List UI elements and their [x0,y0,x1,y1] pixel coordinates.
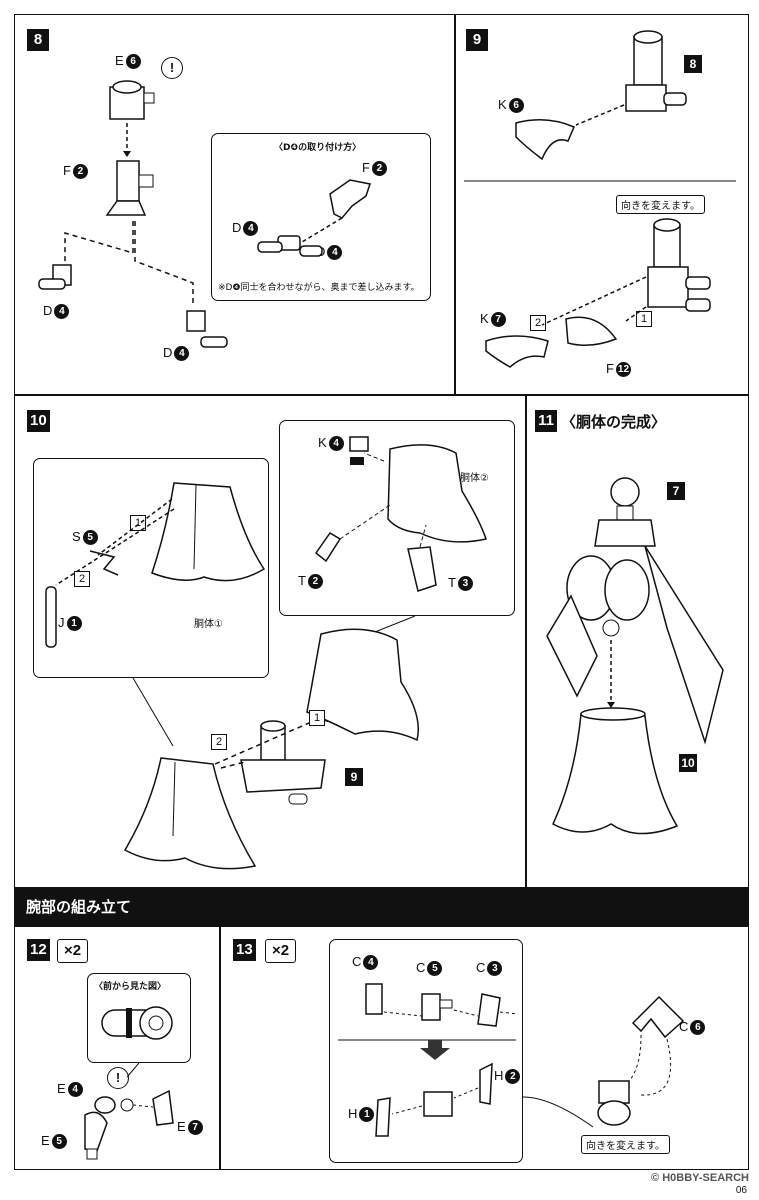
ref-step-9: 9 [345,768,363,786]
step-number: 8 [27,29,49,51]
torso2-drawing [314,436,487,592]
inset-note: ※D❹同士を合わせながら、奥まで差し込みます。 [218,283,420,293]
step-11-panel: 11 〈胴体の完成〉 7 10 [526,395,749,888]
order-box-2: 2 [530,315,546,331]
order-box-1: 1 [636,311,652,327]
torso2-label: 胴体② [460,473,489,484]
ref-step-7: 7 [667,482,685,500]
section-header-arm-assembly: 腕部の組み立て [14,888,749,926]
step-number: 12 [27,939,50,961]
step-number: 13 [233,939,256,961]
order-box-2: 2 [74,571,90,587]
ref-step-8: 8 [684,55,702,73]
order-box-1-main: 1 [309,710,325,726]
orientation-callout: 向きを変えます。 [581,1135,670,1154]
front-view-drawing [101,1006,173,1040]
caution-icon: ! [161,57,183,79]
step-number: 9 [466,29,488,51]
order-box-2-main: 2 [211,734,227,750]
step-9-assembly-drawing [464,30,736,368]
step-13-assembly-drawing [522,995,685,1128]
step-11-assembly-drawing [546,477,724,835]
subassembly-drawing [338,983,519,1137]
inset-title: 〈D❹の取り付け方〉 [274,143,362,153]
orientation-callout: 向きを変えます。 [616,195,705,214]
page-number: 06 [735,1185,747,1196]
inset-title: 〈前から見た図〉 [94,982,167,992]
step-number: 10 [27,410,50,432]
step-11-title: 〈胴体の完成〉 [561,413,667,431]
step-number: 11 [535,410,557,432]
inset-drawing [257,179,371,257]
torso1-label: 胴体① [194,619,223,630]
order-box-1: 1 [130,515,146,531]
torso1-drawing [45,482,266,648]
d4-mounting-inset: 〈D❹の取り付け方〉 F2 D4 D4 ※D❹同士を合わせながら、奥まで差し込み… [211,133,431,301]
quantity-badge: ×2 [57,939,89,963]
step-8-assembly-drawing [38,80,228,348]
quantity-badge: ×2 [265,939,297,963]
step-12-assembly-drawing [84,1062,174,1160]
watermark: © H0BBY-SEARCH [651,1172,749,1184]
ref-step-10: 10 [679,754,697,772]
step-10-main-drawing [123,615,419,870]
caution-icon: ! [107,1067,129,1089]
front-view-inset: 〈前から見た図〉 [87,973,191,1063]
